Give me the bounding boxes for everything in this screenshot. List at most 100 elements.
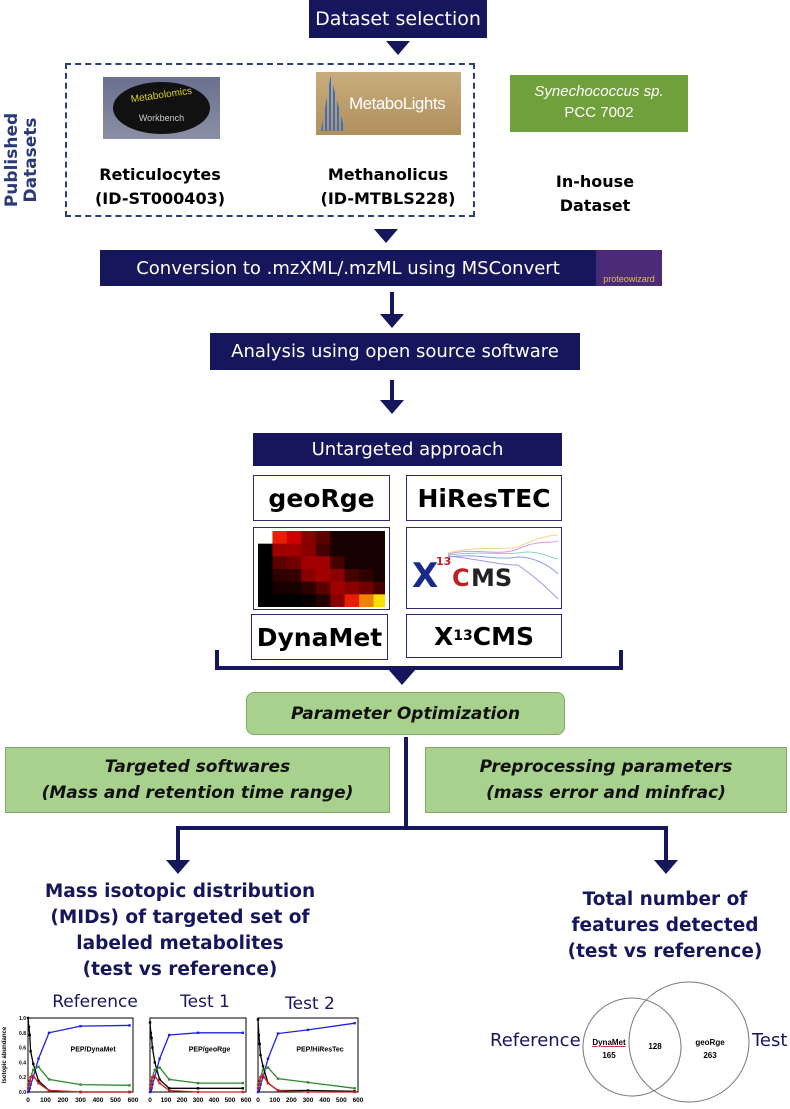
heatmap-cell [373,555,385,569]
heatmap-cell [272,543,288,557]
text-line: labeled metabolites [76,933,284,954]
data-point [261,1073,265,1077]
c-letter: C [452,564,470,592]
heatmap-cell [272,593,288,607]
data-point [196,1090,200,1094]
x-tick-label: 400 [319,1097,330,1104]
data-point [276,1077,280,1080]
data-point [47,1031,51,1034]
arrow-line [390,380,394,402]
tool-george: geoRge [253,475,390,521]
x-letter: X [412,556,438,596]
heatmap-cell [272,568,288,582]
data-point [79,1024,82,1028]
parameter-optimization-box: Parameter Optimization [246,692,565,735]
data-point [151,1046,154,1049]
data-point [32,1068,35,1071]
heatmap-cell [258,530,273,544]
data-point [257,1089,261,1092]
data-point [37,1081,40,1085]
data-point [149,1083,152,1086]
heatmap-cell [315,593,331,607]
data-point [158,1078,161,1081]
heatmap-cell [330,530,346,544]
proteowizard-logo: proteowizard [596,250,662,286]
heatmap-cell [258,568,273,582]
tool-name-sup: 13 [453,628,473,644]
venn-count: 165 [602,1051,616,1060]
heatmap-cell [315,543,331,557]
data-point [79,1090,82,1094]
data-point [37,1079,40,1083]
x-tick-label: 500 [336,1097,347,1104]
text-line: (MIDs) of targeted set of [50,907,310,928]
data-point [28,1033,31,1037]
branch-horizontal [176,826,668,830]
heatmap-cell [359,581,375,595]
chart-annotation: PEP/geoRge [189,1046,231,1053]
x-tick-label: 0 [256,1097,260,1104]
branch-right [664,826,668,862]
x-tick-label: 0 [26,1097,30,1104]
x-tick-label: 0 [148,1097,152,1104]
heatmap-cell [258,593,273,607]
y-tick-label: 1.0 [19,1016,26,1022]
data-point [241,1087,244,1090]
heatmap-cell [315,581,331,595]
data-point [306,1028,310,1032]
bars-icon [321,76,345,131]
data-point [241,1081,244,1085]
data-point [168,1078,171,1081]
tool-name: CMS [472,621,534,651]
published-datasets-label: Published Datasets [2,112,41,208]
series-line-blue [27,1024,130,1093]
heatmap-cell [301,593,317,607]
data-point [153,1061,156,1064]
y-tick-label: 0.8 [19,1031,26,1037]
data-point [37,1065,40,1069]
data-point [27,1089,31,1092]
data-point [26,1087,30,1090]
data-point [353,1021,356,1025]
data-point [149,1089,152,1092]
strain-name: PCC 7002 [564,104,634,121]
heatmap-cell [359,593,375,607]
inhouse-organism-box: Synechococcus sp. PCC 7002 [510,75,688,132]
plot-frame [27,1017,134,1093]
text-line: Mass isotopic distribution [44,881,316,902]
data-point [256,1018,260,1021]
series-line-red [257,1073,355,1093]
heatmap-cell [301,581,317,595]
x13cms-logo-image: X 13 C MS [406,527,562,609]
arrow-head-icon [374,229,398,243]
inhouse-dataset-label: In-house Dataset [540,170,650,218]
data-point [47,1078,51,1081]
data-point [27,1025,31,1029]
data-point [26,1016,30,1020]
arrow-head-icon [386,41,410,55]
data-point [259,1053,262,1057]
data-point [258,1087,261,1090]
mid-description: Mass isotopic distribution (MIDs) of tar… [20,879,340,983]
untargeted-approach-header: Untargeted approach [253,433,562,466]
venn-count: 263 [703,1051,717,1060]
x-tick-label: 100 [269,1097,280,1104]
data-point [306,1081,310,1084]
data-point [32,1062,35,1066]
logo-text: Metabolomics [130,85,193,106]
targeted-softwares-box: Targeted softwares (Mass and retention t… [5,747,390,813]
x13cms-logo: X 13 C MS [412,534,559,600]
heatmap-cell [359,530,375,544]
x-tick-label: 500 [110,1097,121,1104]
heatmap-cell [330,555,346,569]
bracket-bottom [215,666,623,670]
trace-bundle [447,534,559,600]
heatmap-cell [330,543,346,557]
heatmap-cell [258,581,273,595]
data-point [158,1066,161,1069]
plot-frame [149,1017,247,1093]
